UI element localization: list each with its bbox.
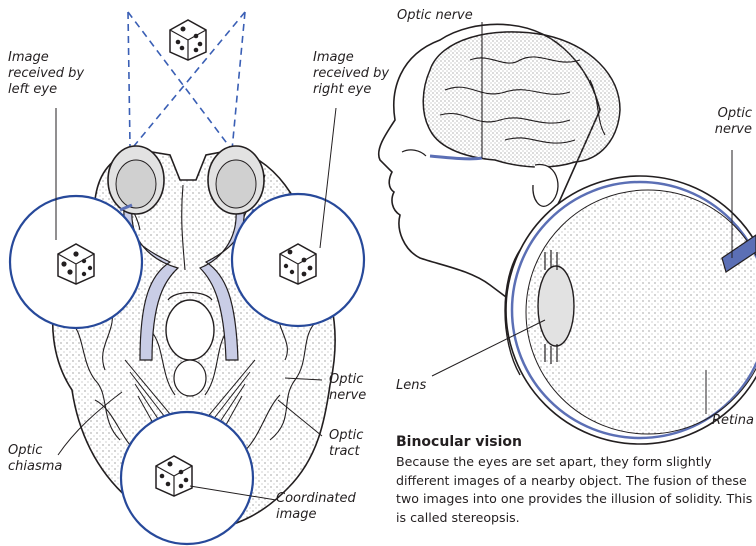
right-eyeball: [208, 146, 264, 214]
label-optic-nerve-top: Optic nerve: [397, 8, 473, 24]
label-optic-nerve-right: Optic nerve: [690, 106, 752, 138]
label-lens: Lens: [396, 378, 426, 394]
label-image-right-eye: Image received by right eye: [313, 50, 389, 98]
top-die-object: [170, 20, 206, 60]
label-coordinated-image: Coordinated image: [276, 491, 356, 523]
coordinated-image-circle: [121, 412, 253, 544]
right-eye-image-circle: [232, 194, 364, 326]
label-retina: Retina: [712, 413, 754, 429]
label-optic-nerve-lower: Optic nerve: [329, 372, 366, 404]
caption-title: Binocular vision: [396, 434, 522, 450]
label-optic-tract: Optic tract: [329, 428, 363, 460]
label-image-left-eye: Image received by left eye: [8, 50, 84, 98]
lens: [538, 266, 574, 346]
label-optic-chiasma: Optic chiasma: [8, 443, 62, 475]
left-eyeball: [108, 146, 164, 214]
left-eye-image-circle: [10, 196, 142, 328]
caption-body: Because the eyes are set apart, they for…: [396, 453, 756, 527]
